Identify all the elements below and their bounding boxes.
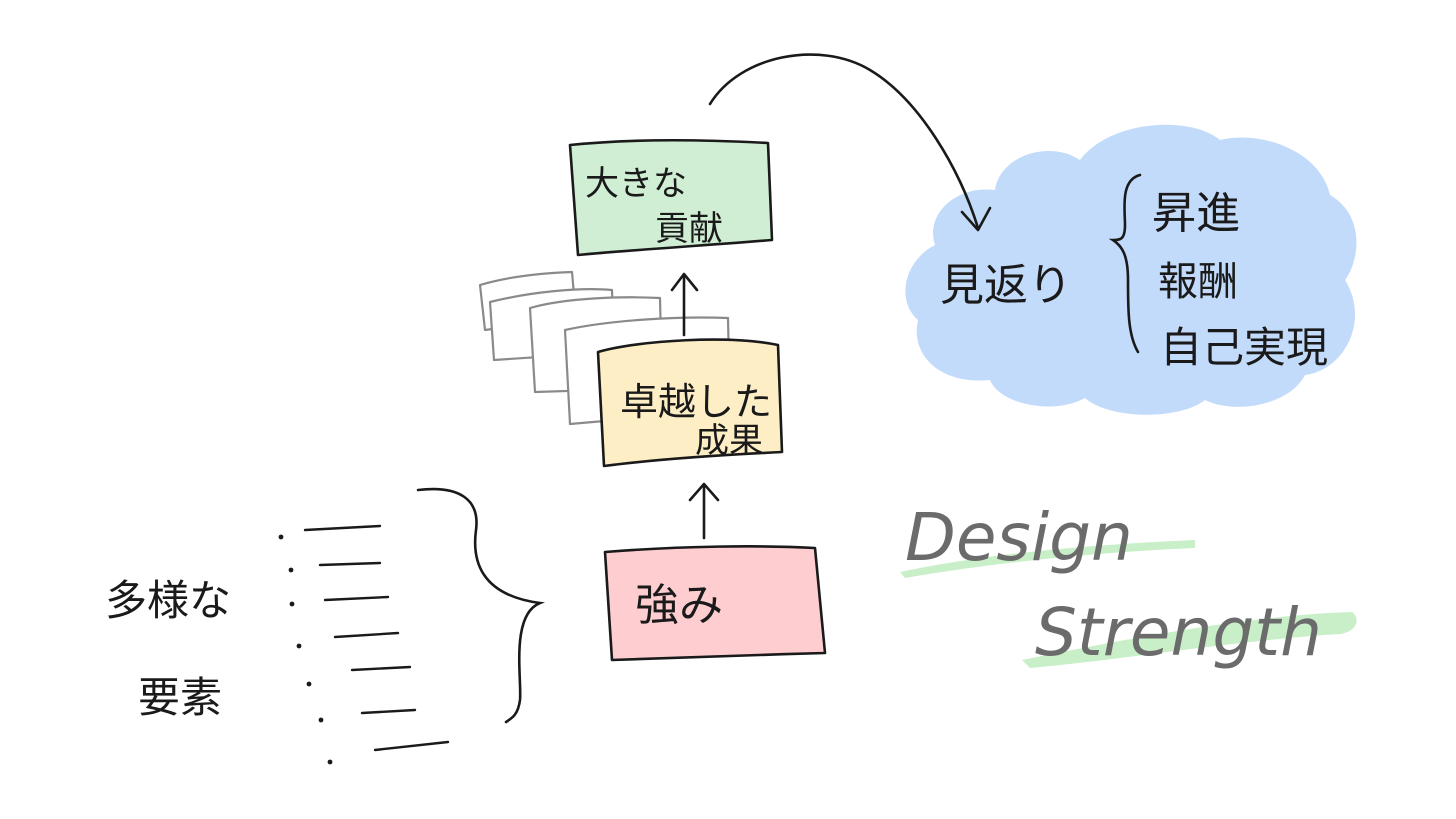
reward-arrow-head (960, 206, 992, 232)
bullet-line (318, 561, 382, 567)
reward-item-self-actualization: 自己実現 (1160, 323, 1328, 372)
bullet-dot (327, 759, 333, 765)
strength-title: Strength (1035, 594, 1322, 671)
reward-item-promotion: 昇進 (1152, 188, 1240, 239)
bullet-dot (288, 567, 294, 573)
elements-bullet-list (303, 524, 450, 752)
achievement-line1: 卓越した (620, 380, 772, 424)
bullet-dot (296, 643, 302, 649)
up-arrow-to-contribution (670, 272, 699, 337)
bullet-line (303, 524, 382, 532)
bullet-line (323, 595, 390, 602)
bullet-line (360, 708, 417, 715)
reward-item-compensation: 報酬 (1158, 259, 1238, 305)
bullet-line (333, 631, 400, 639)
reward-cloud (905, 124, 1357, 415)
bullet-dot (278, 534, 284, 540)
design-title: Design (905, 499, 1133, 576)
achievement-line2: 成果 (695, 421, 763, 461)
reward-arrow-curve (708, 53, 980, 230)
design-highlight (900, 540, 1195, 578)
strength-title-highlight (1022, 612, 1357, 668)
contribution-line1: 大きな (585, 164, 687, 204)
reward-label: 見返り (940, 260, 1072, 311)
up-arrow-to-achievement (688, 482, 720, 540)
elements-brace (416, 487, 546, 724)
strength-label: 強み (635, 580, 723, 631)
contribution-box (568, 138, 774, 257)
elements-bullet-dots (278, 534, 333, 765)
bullet-line (373, 740, 450, 752)
reward-brace (1108, 173, 1142, 354)
achievement-box (596, 338, 784, 468)
elements-line1: 多様な (105, 576, 231, 625)
bullet-line (350, 665, 412, 672)
bullet-dot (306, 681, 312, 687)
elements-line2: 要素 (138, 673, 222, 722)
strength-box (603, 545, 827, 662)
bullet-dot (318, 717, 324, 723)
contribution-line2: 貢献 (655, 209, 723, 249)
bullet-dot (289, 601, 295, 607)
